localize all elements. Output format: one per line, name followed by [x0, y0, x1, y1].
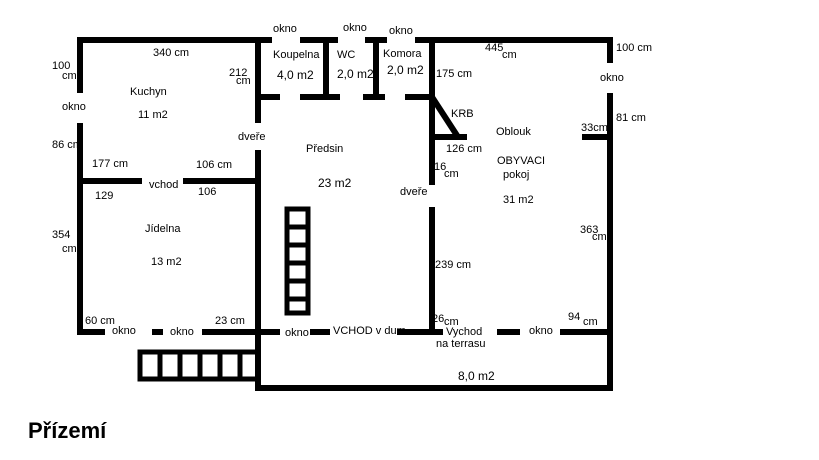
room-name: pokoj [503, 169, 529, 181]
labels: okno okno okno okno okno okno okno okno … [52, 22, 652, 383]
fireplace-label: KRB [451, 108, 474, 120]
dimension: 445 [485, 42, 503, 54]
room-name: Předsin [306, 143, 343, 155]
fireplace [429, 95, 467, 140]
room-area: 2,0 m2 [337, 67, 374, 81]
dimension: cm [444, 168, 459, 180]
dimension: 106 [198, 186, 216, 198]
dimension: 100 cm [616, 42, 652, 54]
dimension: cm [62, 243, 77, 255]
main-entrance-label: VCHOD v dum [333, 325, 406, 337]
room-name: Koupelna [273, 49, 320, 61]
terrace-exit-label: na terrasu [436, 338, 486, 350]
dimension: 126 cm [446, 143, 482, 155]
room-name: Kuchyn [130, 86, 167, 98]
room-name: Komora [383, 48, 422, 60]
door-label: dveře [238, 131, 266, 143]
dimension: 106 cm [196, 159, 232, 171]
dimension: 23 cm [215, 315, 245, 327]
dimension: 60 cm [85, 315, 115, 327]
room-area: 2,0 m2 [387, 63, 424, 77]
window-label: okno [112, 325, 136, 337]
terrace-exit-label: Vychod [446, 326, 482, 338]
room-area: 13 m2 [151, 256, 182, 268]
dimension: cm [62, 70, 77, 82]
dimension: 81 cm [616, 112, 646, 124]
dimension: cm [444, 316, 459, 328]
floor-title: Přízemí [28, 418, 107, 443]
dimension: 33cm [581, 122, 608, 134]
dimension: 94 [568, 311, 580, 323]
wall [582, 37, 613, 391]
dimension: cm [592, 231, 607, 243]
dimension: 100 [52, 60, 70, 72]
room-area: 11 m2 [138, 109, 168, 121]
window-label: okno [285, 327, 309, 339]
dimension: 354 [52, 229, 70, 241]
staircase-vertical [284, 206, 311, 316]
dimension: cm [236, 75, 251, 87]
dimension: 177 cm [92, 158, 128, 170]
room-area: 31 m2 [503, 194, 534, 206]
dimension: 16 [434, 161, 446, 173]
dimension: 26 [432, 313, 444, 325]
dimension: 129 [95, 190, 113, 202]
arch-label: Oblouk [496, 126, 531, 138]
window-label: okno [600, 72, 624, 84]
staircase-horizontal [137, 349, 261, 382]
dimension: 363 [580, 224, 598, 236]
wall [323, 40, 379, 97]
room-area: 8,0 m2 [458, 369, 495, 383]
dimension: cm [583, 316, 598, 328]
door-label: dveře [400, 186, 428, 198]
dimension: 239 cm [435, 259, 471, 271]
window-label: okno [62, 101, 86, 113]
room-name: Jídelna [145, 223, 181, 235]
dimension: cm [502, 49, 517, 61]
room-area: 4,0 m2 [277, 68, 314, 82]
dimension: 340 cm [153, 47, 189, 59]
window-label: okno [273, 23, 297, 35]
window-label: okno [343, 22, 367, 34]
entrance-label: vchod [149, 179, 178, 191]
room-name: OBYVACI [497, 155, 545, 167]
room-name: WC [337, 49, 355, 61]
window-label: okno [529, 325, 553, 337]
dimension: 175 cm [436, 68, 472, 80]
dimension: 86 cm [52, 139, 82, 151]
window-label: okno [170, 326, 194, 338]
room-area: 23 m2 [318, 176, 352, 190]
dimension: 212 [229, 67, 247, 79]
window-label: okno [389, 25, 413, 37]
